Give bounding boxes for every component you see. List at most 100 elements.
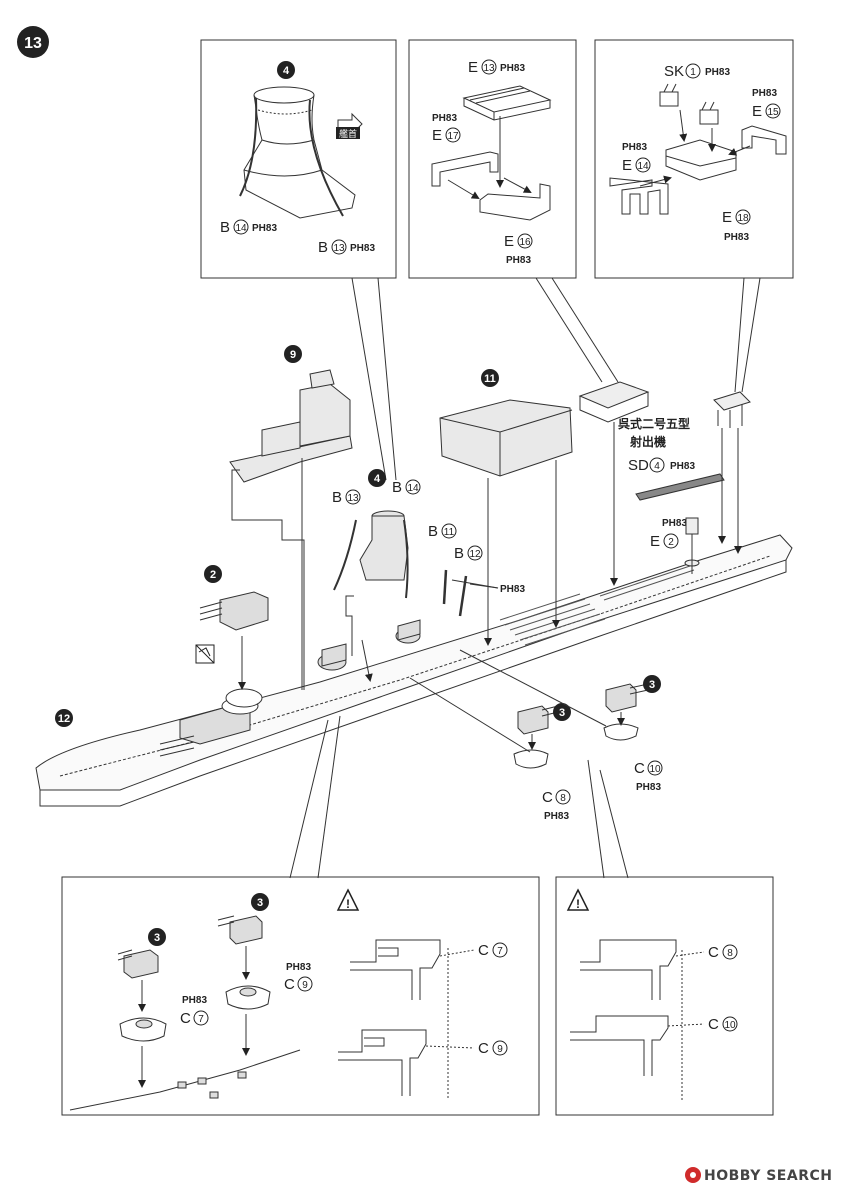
mast-leaders bbox=[451, 579, 499, 589]
hull-director-drawing bbox=[713, 391, 751, 428]
step-number-badge: 13 bbox=[17, 26, 49, 58]
part-label-main-b12: B 12 PH83 bbox=[454, 545, 525, 595]
part-letter: SK bbox=[664, 63, 684, 80]
catapult-title-1: 呉式二号五型 bbox=[618, 416, 690, 431]
profile-c9-drawing bbox=[338, 1029, 475, 1096]
turret-3-right-drawing bbox=[603, 683, 649, 741]
detail-left-marker-1 bbox=[148, 928, 166, 946]
part-number: 17 bbox=[447, 131, 459, 142]
warning-icon: ! bbox=[336, 888, 360, 911]
runner-tag: PH83 bbox=[350, 243, 375, 254]
funnel-hull-marker bbox=[368, 469, 386, 487]
part-label-main-c10: C 10 PH83 bbox=[634, 760, 663, 793]
detail-left-turrets-drawing bbox=[69, 915, 301, 1111]
part-number: 14 bbox=[637, 161, 649, 172]
part-label-sd4: SD 4 PH83 bbox=[628, 457, 695, 474]
part-number: 8 bbox=[560, 793, 566, 804]
part-number: 2 bbox=[668, 537, 674, 548]
turret-3-right-marker bbox=[643, 675, 661, 693]
part-label-profile-c9: C 9 bbox=[478, 1040, 508, 1057]
funnel-marker bbox=[277, 61, 295, 79]
part-number: 7 bbox=[497, 946, 503, 957]
part-letter: C bbox=[284, 976, 295, 993]
part-label-e18: E 18 PH83 bbox=[722, 209, 751, 243]
runner-tag: PH83 bbox=[432, 113, 457, 124]
bridge-marker-text: 9 bbox=[290, 349, 296, 361]
part-label-profile-c7: C 7 bbox=[478, 942, 508, 959]
detail-left-marker-1-text: 3 bbox=[154, 932, 160, 944]
runner-tag: PH83 bbox=[670, 461, 695, 472]
part-label-sk1: SK 1 PH83 bbox=[664, 63, 730, 80]
part-label-right-c10: C 10 bbox=[708, 1016, 738, 1033]
hull-drawing bbox=[35, 534, 793, 807]
runner-tag: PH83 bbox=[544, 811, 569, 822]
part-letter: C bbox=[634, 760, 645, 777]
turret-3-left-marker bbox=[553, 703, 571, 721]
part-label-main-b13: B 13 bbox=[332, 489, 361, 506]
profile-c7-drawing bbox=[350, 939, 475, 1100]
aft-superstructure-marker bbox=[481, 369, 499, 387]
part-label-main-b11: B 11 bbox=[428, 523, 457, 540]
part-letter: B bbox=[318, 239, 328, 256]
part-letter: E bbox=[752, 103, 762, 120]
svg-text:!: ! bbox=[346, 897, 350, 911]
part-letter: E bbox=[468, 59, 478, 76]
runner-tag: PH83 bbox=[500, 584, 525, 595]
bridge-marker bbox=[284, 345, 302, 363]
step-number: 13 bbox=[24, 35, 42, 52]
bow-marker-text: 12 bbox=[58, 713, 70, 725]
hull-platform-drawing bbox=[578, 381, 650, 423]
turret-2-marker-text: 2 bbox=[210, 569, 216, 581]
warning-icon: ! bbox=[566, 888, 590, 911]
bow-marker bbox=[55, 709, 73, 727]
hull-funnel-drawing bbox=[333, 510, 409, 599]
part-letter: B bbox=[220, 219, 230, 236]
part-number: 4 bbox=[654, 461, 660, 472]
hull-turrets-drawing bbox=[317, 619, 421, 671]
part-label-e14: E 14 bbox=[622, 157, 651, 174]
funnel-marker-text: 4 bbox=[283, 65, 290, 77]
part-number: 12 bbox=[469, 549, 481, 560]
profile-right-c8-drawing bbox=[580, 939, 705, 1100]
part-letter: C bbox=[478, 1040, 489, 1057]
part-label-e13: E 13 PH83 bbox=[468, 59, 525, 76]
part-letter: B bbox=[454, 545, 464, 562]
watermark: HOBBY SEARCH bbox=[704, 1168, 833, 1184]
turret-3-right-marker-text: 3 bbox=[649, 679, 655, 691]
part-number: 10 bbox=[649, 764, 661, 775]
part-letter: E bbox=[504, 233, 514, 250]
part-letter: C bbox=[478, 942, 489, 959]
part-label-e2: E 2 bbox=[650, 533, 679, 550]
part-number: 1 bbox=[690, 67, 696, 78]
detail-box-left: ! 3 3 PH83 C 7 PH83 bbox=[61, 876, 540, 1116]
callout-director: SK 1 PH83 PH83 E 15 PH83 E 14 bbox=[594, 39, 794, 279]
runner-tag: PH83 bbox=[724, 232, 749, 243]
part-label-b13: B 13 PH83 bbox=[318, 239, 375, 256]
runner-tag: PH83 bbox=[622, 142, 647, 153]
part-number: 16 bbox=[519, 237, 531, 248]
turret-3-left-marker-text: 3 bbox=[559, 707, 565, 719]
part-label-e17: E 17 bbox=[432, 127, 461, 144]
profile-right-c10-drawing bbox=[570, 1015, 705, 1076]
runner-tag: PH83 bbox=[752, 88, 777, 99]
no-glue-icon bbox=[195, 644, 215, 664]
part-label-main-b14: B 14 bbox=[392, 479, 421, 496]
runner-tag: PH83 bbox=[286, 962, 311, 973]
detail-left-marker-2 bbox=[251, 893, 269, 911]
runner-tag: PH83 bbox=[500, 63, 525, 74]
part-number: 14 bbox=[407, 483, 419, 494]
aft-superstructure-drawing bbox=[439, 399, 573, 477]
platform-frame-drawing bbox=[431, 151, 551, 221]
svg-text:!: ! bbox=[576, 897, 580, 911]
runner-tag: PH83 bbox=[506, 255, 531, 266]
part-letter: B bbox=[428, 523, 438, 540]
part-number: 13 bbox=[347, 493, 359, 504]
part-label-right-c8: C 8 bbox=[708, 944, 738, 961]
part-label-detail-c9: PH83 C 9 bbox=[284, 962, 313, 993]
part-number: 18 bbox=[737, 213, 749, 224]
install-leaders bbox=[231, 422, 742, 879]
catapult-drawing bbox=[635, 473, 725, 501]
part-letter: C bbox=[542, 789, 553, 806]
part-letter: E bbox=[722, 209, 732, 226]
